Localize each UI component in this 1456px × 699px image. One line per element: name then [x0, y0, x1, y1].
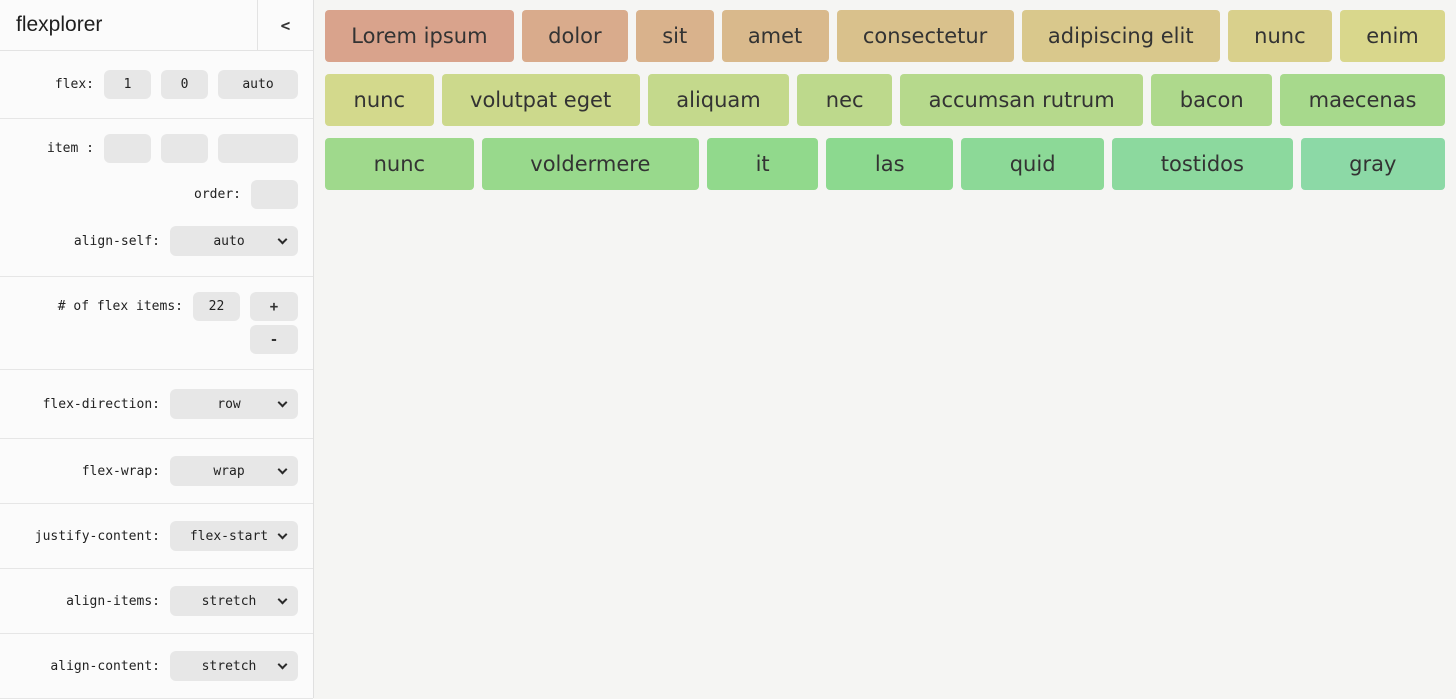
flex-count-input[interactable]: [193, 292, 240, 321]
flex-item[interactable]: nunc: [325, 74, 434, 126]
item-section: item : order: align-self: auto: [0, 119, 313, 277]
justify-content-select[interactable]: flex-start: [170, 521, 298, 551]
flex-item[interactable]: las: [826, 138, 954, 190]
flex-item[interactable]: it: [706, 138, 819, 190]
flex-shrink-input[interactable]: [161, 70, 208, 99]
flex-wrap-section: flex-wrap: wrap: [0, 439, 313, 504]
sidebar-header: flexplorer <: [0, 0, 313, 51]
flex-item[interactable]: quid: [961, 138, 1105, 190]
flex-item[interactable]: maecenas: [1280, 74, 1446, 126]
align-self-label: align-self:: [73, 233, 160, 249]
item-input-1[interactable]: [104, 134, 151, 163]
flex-basis-input[interactable]: [218, 70, 298, 99]
sidebar: flexplorer < flex: item : order:: [0, 0, 314, 699]
flex-direction-label: flex-direction:: [42, 396, 160, 412]
flex-item[interactable]: aliquam: [647, 74, 790, 126]
align-content-select[interactable]: stretch: [170, 651, 298, 681]
flex-item[interactable]: adipiscing elit: [1021, 10, 1220, 62]
flex-item[interactable]: enim: [1339, 10, 1446, 62]
flex-wrap-select[interactable]: wrap: [170, 456, 298, 486]
flex-item[interactable]: gray: [1300, 138, 1446, 190]
flex-item[interactable]: volutpat eget: [441, 74, 640, 126]
flex-grow-input[interactable]: [104, 70, 151, 99]
flex-item[interactable]: bacon: [1151, 74, 1273, 126]
align-items-label: align-items:: [66, 593, 160, 609]
align-content-label: align-content:: [50, 658, 160, 674]
align-self-select[interactable]: auto: [170, 226, 298, 256]
item-input-2[interactable]: [161, 134, 208, 163]
flex-section: flex:: [0, 51, 313, 119]
flex-item[interactable]: consectetur: [836, 10, 1014, 62]
align-content-section: align-content: stretch: [0, 634, 313, 699]
align-items-section: align-items: stretch: [0, 569, 313, 634]
flex-count-stepper: + -: [250, 292, 298, 354]
flex-item[interactable]: voldermere: [481, 138, 699, 190]
flex-count-label: # of flex items:: [57, 299, 183, 314]
flex-item[interactable]: sit: [635, 10, 714, 62]
align-items-select[interactable]: stretch: [170, 586, 298, 616]
flex-item[interactable]: amet: [721, 10, 829, 62]
flex-wrap-label: flex-wrap:: [81, 463, 160, 479]
flex-direction-select[interactable]: row: [170, 389, 298, 419]
collapse-sidebar-button[interactable]: <: [257, 0, 313, 50]
flex-item[interactable]: nunc: [325, 138, 474, 190]
flex-direction-section: flex-direction: row: [0, 370, 313, 439]
order-label: order:: [194, 187, 241, 202]
decrement-button[interactable]: -: [250, 325, 298, 354]
order-input[interactable]: [251, 180, 298, 209]
app-title: flexplorer: [16, 13, 103, 36]
justify-content-label: justify-content:: [34, 528, 160, 544]
item-input-3[interactable]: [218, 134, 298, 163]
flex-item[interactable]: nec: [797, 74, 893, 126]
flex-item[interactable]: Lorem ipsum: [325, 10, 514, 62]
flex-item[interactable]: dolor: [521, 10, 628, 62]
increment-button[interactable]: +: [250, 292, 298, 321]
flex-item[interactable]: tostidos: [1112, 138, 1293, 190]
justify-content-section: justify-content: flex-start: [0, 504, 313, 569]
item-label: item :: [47, 141, 94, 156]
flex-item[interactable]: nunc: [1227, 10, 1332, 62]
flex-label: flex:: [54, 77, 94, 92]
flex-item[interactable]: accumsan rutrum: [900, 74, 1144, 126]
flex-count-section: # of flex items: + -: [0, 277, 313, 370]
